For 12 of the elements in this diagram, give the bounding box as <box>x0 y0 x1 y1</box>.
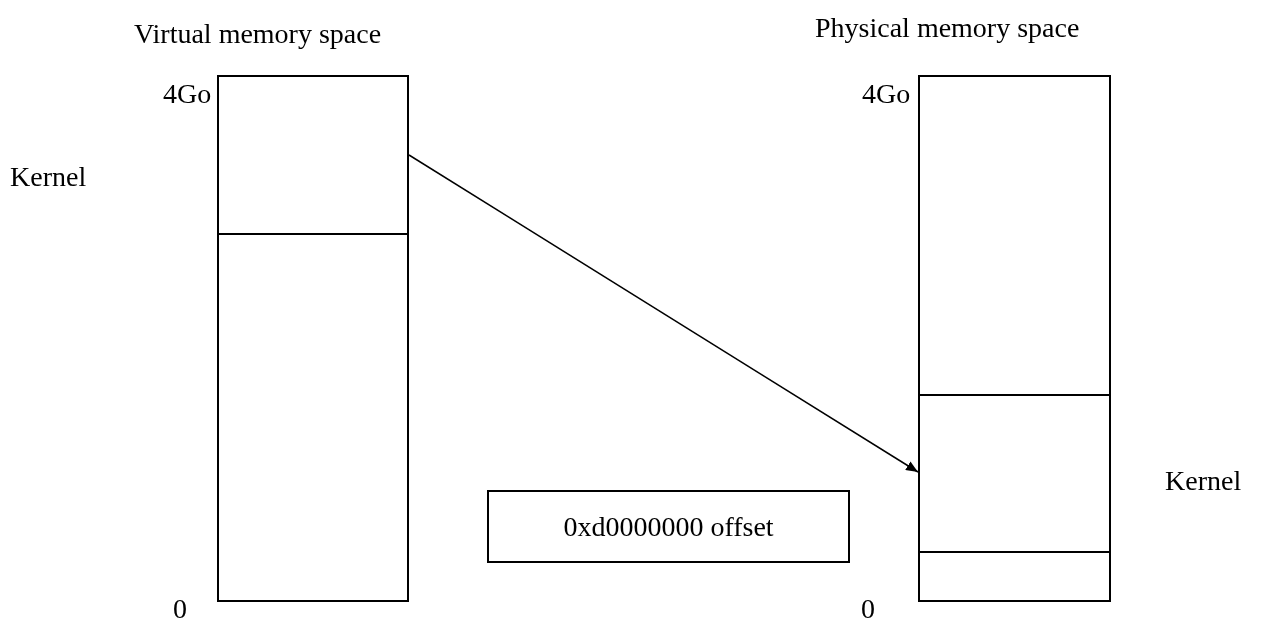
column-title: Physical memory space <box>815 14 1080 42</box>
region-label: Kernel <box>1165 467 1242 495</box>
offset-text: 0xd0000000 offset <box>562 513 775 541</box>
address-label: 0 <box>173 595 187 623</box>
arrow <box>408 154 919 473</box>
region-label: Kernel <box>10 163 87 191</box>
address-label: 4Go <box>862 80 911 108</box>
address-label: 4Go <box>163 80 212 108</box>
address-label: 0 <box>861 595 875 623</box>
column-title: Virtual memory space <box>134 20 382 48</box>
kernel-segment <box>918 394 1111 553</box>
offset-box <box>487 490 850 563</box>
